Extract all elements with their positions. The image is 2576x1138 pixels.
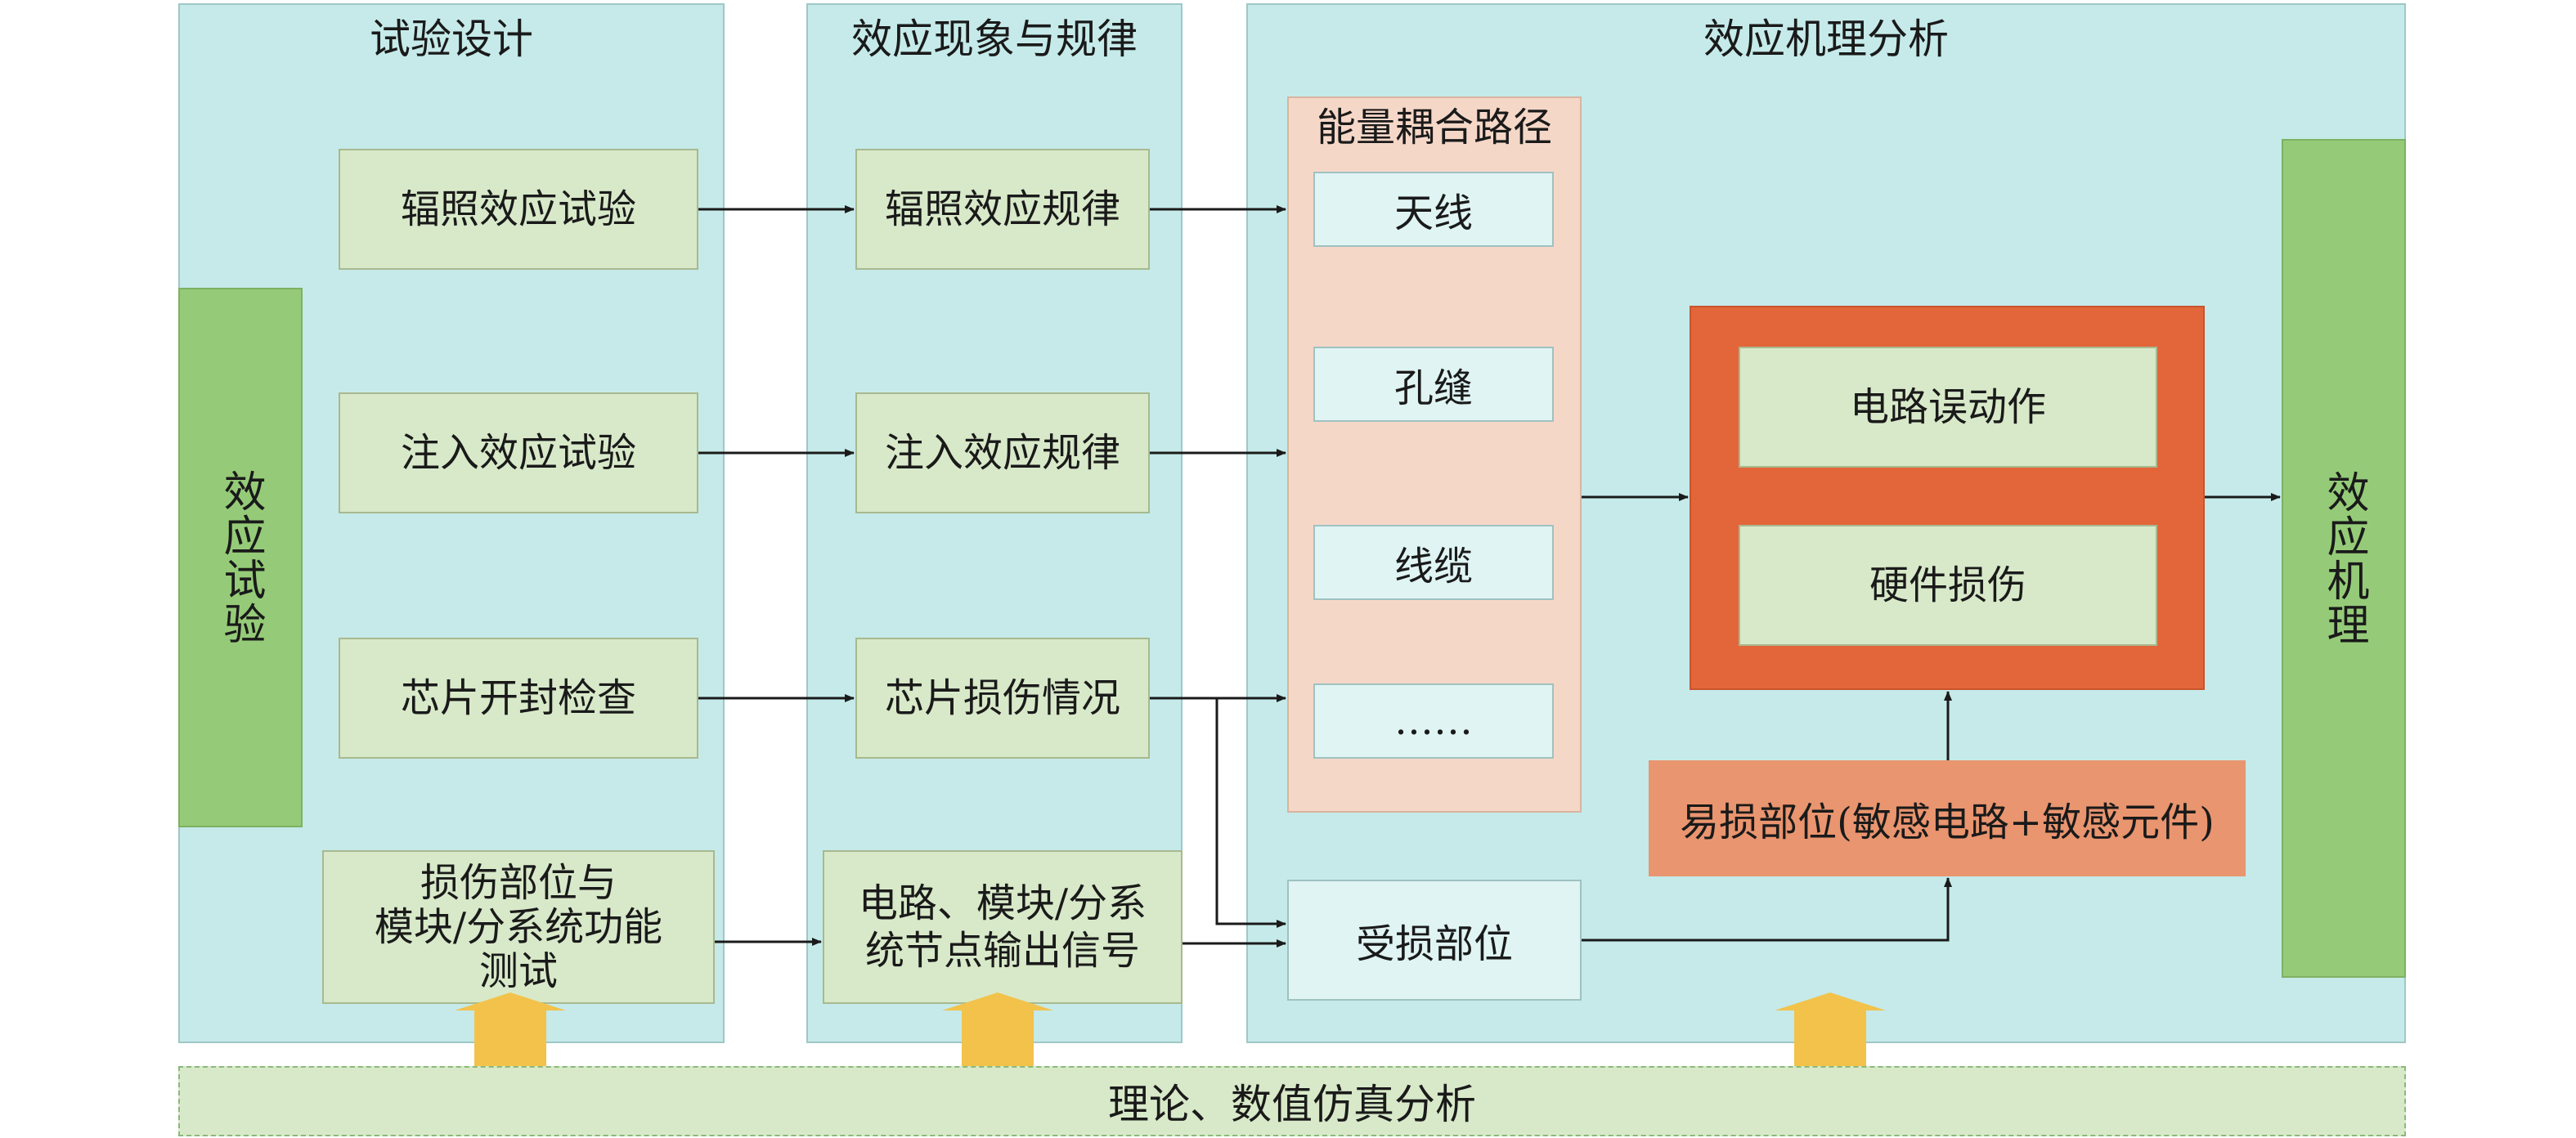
chip-damage-box: 芯片损伤情况	[855, 638, 1150, 759]
panel-title-design: 试验设计	[370, 16, 533, 63]
arrow-damaged-part-to-vulnerable	[1582, 877, 1952, 942]
panel-title-mechanism: 效应机理分析	[1703, 16, 1949, 63]
yellow-up-arrow-2	[942, 992, 1053, 1066]
theory-simulation-bar: 理论、数值仿真分析	[178, 1066, 2406, 1136]
injection-rule-box: 注入效应规律	[855, 392, 1150, 513]
panel-title-phenomena: 效应现象与规律	[851, 16, 1138, 63]
theory-support-arrows	[455, 992, 1886, 1066]
hardware-damage-box: 硬件损伤	[1739, 525, 2157, 646]
injection-test-box: 注入效应试验	[339, 392, 698, 513]
damaged-part-box: 受损部位	[1287, 880, 1582, 1001]
radiation-rule-box: 辐照效应规律	[855, 149, 1150, 270]
node-output-signal-box: 电路、模块/分系 统节点输出信号	[823, 850, 1183, 1004]
antenna-box: 天线	[1313, 172, 1554, 247]
effect-test-bar: 效应试验	[178, 288, 303, 827]
more-paths-box: ……	[1313, 683, 1554, 759]
yellow-up-arrow-3	[1775, 992, 1886, 1066]
radiation-test-box: 辐照效应试验	[339, 149, 698, 270]
cable-box: 线缆	[1313, 525, 1554, 600]
effect-mechanism-bar: 效应机理	[2282, 139, 2406, 978]
coupling-path-title: 能量耦合路径	[1316, 105, 1552, 150]
damage-function-test-box: 损伤部位与 模块/分系统功能 测试	[322, 850, 715, 1004]
chip-decap-box: 芯片开封检查	[339, 638, 698, 759]
circuit-malfunction-box: 电路误动作	[1739, 347, 2157, 468]
arrow-chip-damage-to-damaged-part	[1215, 698, 1286, 928]
vulnerable-part-box: 易损部位(敏感电路+敏感元件)	[1649, 760, 2246, 876]
yellow-up-arrow-1	[455, 992, 566, 1066]
aperture-box: 孔缝	[1313, 347, 1554, 422]
